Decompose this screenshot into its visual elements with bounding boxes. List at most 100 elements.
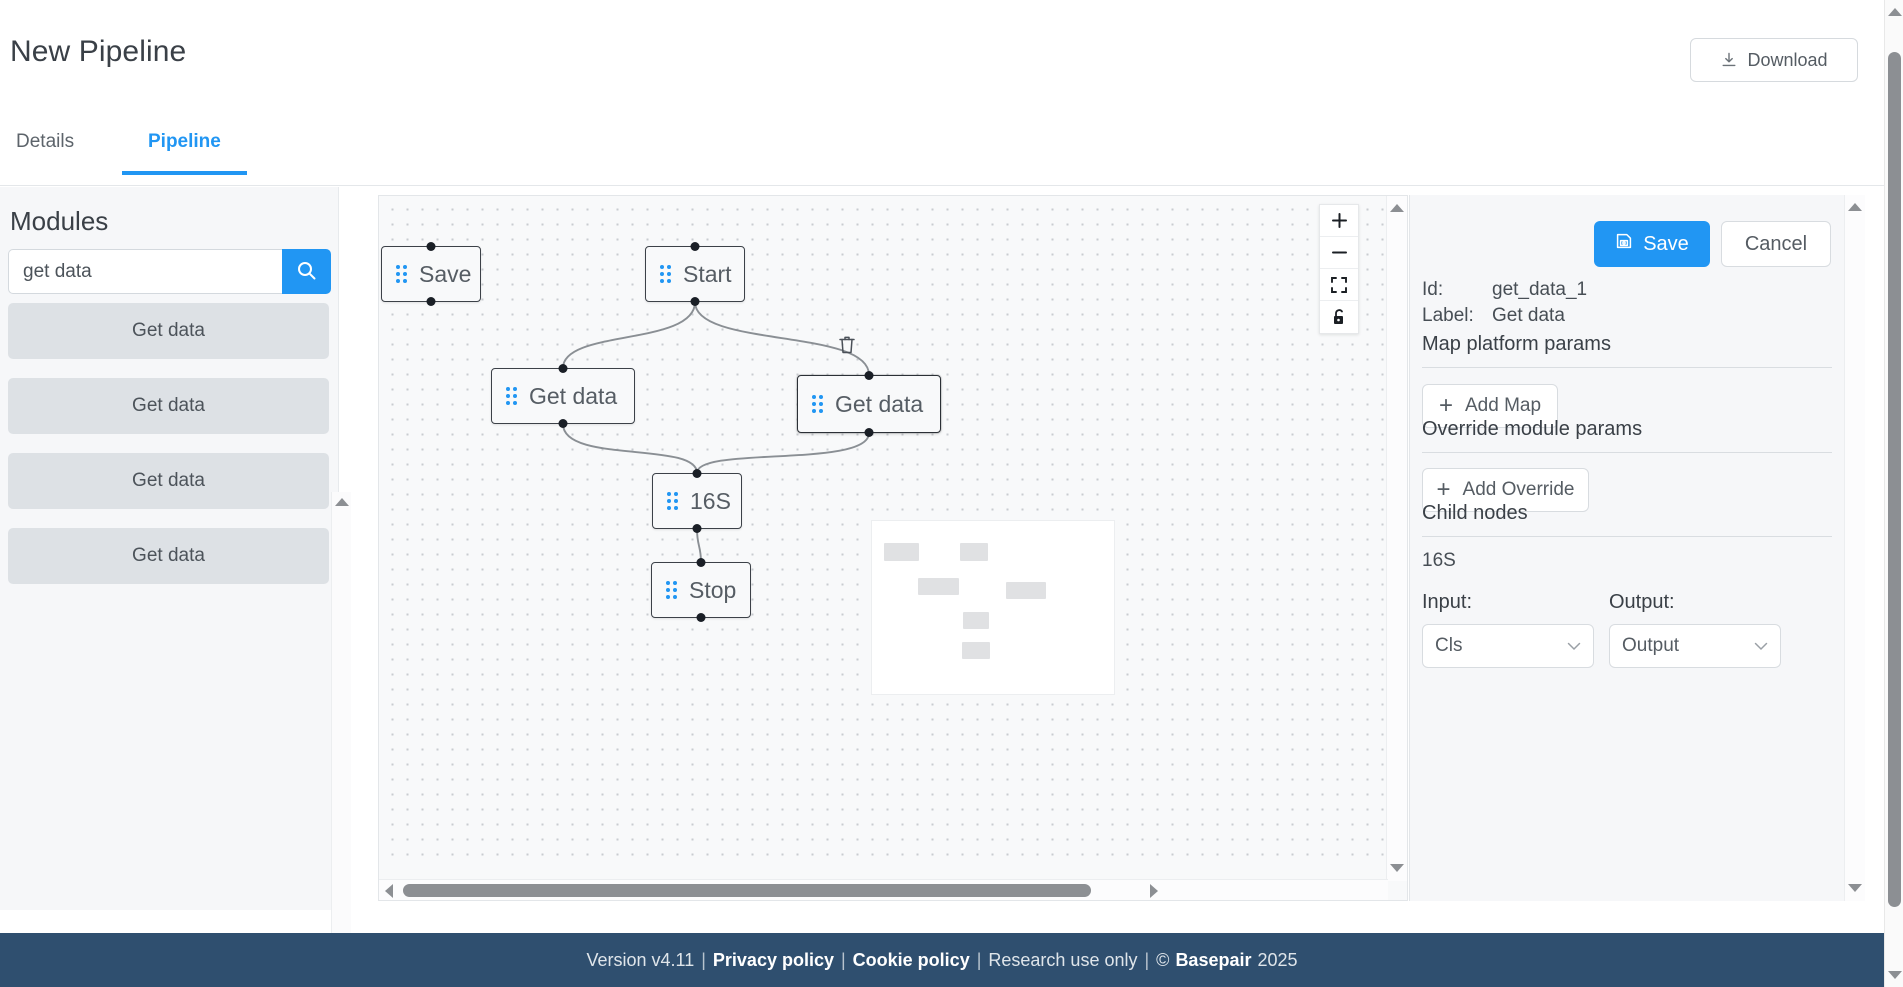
search-icon <box>296 260 317 284</box>
input-label: Input: <box>1422 591 1473 613</box>
privacy-policy-link[interactable]: Privacy policy <box>712 949 834 970</box>
lock-button[interactable] <box>1320 301 1358 333</box>
input-select-value: Cls <box>1435 635 1463 656</box>
node-properties-panel: Save Cancel Id: get_data_1 Label: Get da… <box>1409 195 1865 901</box>
footer-separator: | <box>1144 949 1150 970</box>
map-params-label: Map platform params <box>1422 333 1611 355</box>
scroll-down-arrow-icon[interactable] <box>1845 878 1865 898</box>
divider <box>1422 367 1832 368</box>
input-select[interactable]: Cls <box>1422 624 1594 668</box>
zoom-in-button[interactable] <box>1320 205 1358 237</box>
node-get-data-2[interactable]: Get data <box>797 371 941 437</box>
module-item[interactable]: Get data <box>8 528 329 584</box>
drag-handle-icon[interactable] <box>666 581 677 599</box>
scroll-down-arrow-icon[interactable] <box>1387 858 1407 878</box>
node-port-top[interactable] <box>864 371 874 380</box>
download-button[interactable]: Download <box>1690 38 1858 82</box>
override-params-label: Override module params <box>1422 418 1643 440</box>
minimap-node <box>960 543 988 561</box>
drag-handle-icon[interactable] <box>667 492 678 510</box>
divider <box>1422 452 1832 453</box>
search-input[interactable] <box>8 249 282 294</box>
footer-version: Version v4.11 <box>586 949 695 970</box>
page-title: New Pipeline <box>10 35 187 68</box>
minimap-node <box>884 543 919 561</box>
plus-icon: + <box>1436 476 1451 503</box>
node-label: Stop <box>689 576 737 603</box>
tab-pipeline[interactable]: Pipeline <box>122 130 247 175</box>
node-port-bottom[interactable] <box>690 297 700 306</box>
scroll-up-arrow-icon[interactable] <box>1387 198 1407 218</box>
canvas-horizontal-scrollbar[interactable] <box>379 879 1388 900</box>
cancel-button[interactable]: Cancel <box>1721 221 1831 267</box>
drag-handle-icon[interactable] <box>812 395 823 413</box>
node-port-top[interactable] <box>426 242 436 251</box>
scrollbar-thumb[interactable] <box>1888 52 1901 907</box>
scroll-up-arrow-icon[interactable] <box>332 492 352 512</box>
add-map-label: Add Map <box>1464 395 1542 416</box>
pipeline-canvas[interactable]: Save Start Get data Get data 16S <box>378 195 1408 901</box>
node-port-top[interactable] <box>696 558 706 567</box>
drag-handle-icon[interactable] <box>396 265 407 283</box>
save-button[interactable]: Save <box>1594 221 1710 267</box>
node-label: 16S <box>690 487 731 514</box>
node-port-top[interactable] <box>692 469 702 478</box>
window-scrollbar[interactable] <box>1884 0 1903 987</box>
node-port-bottom[interactable] <box>426 297 436 306</box>
scroll-down-arrow-icon[interactable] <box>1885 965 1903 985</box>
zoom-out-button[interactable] <box>1320 237 1358 269</box>
output-label: Output: <box>1609 591 1675 613</box>
node-port-top[interactable] <box>690 242 700 251</box>
add-override-label: Add Override <box>1462 479 1575 500</box>
module-item[interactable]: Get data <box>8 303 329 359</box>
divider <box>1422 536 1832 537</box>
node-16s[interactable]: 16S <box>652 469 742 533</box>
node-stop[interactable]: Stop <box>651 558 751 622</box>
cookie-policy-link[interactable]: Cookie policy <box>852 949 970 970</box>
modules-panel: Modules Get data Get data Get data Get d… <box>0 187 351 987</box>
node-port-bottom[interactable] <box>692 524 702 533</box>
tab-bar: Details Pipeline <box>0 110 1884 186</box>
module-item[interactable]: Get data <box>8 453 329 509</box>
footer-separator: | <box>976 949 982 970</box>
search-button[interactable] <box>282 249 331 294</box>
minimap-node <box>963 612 989 629</box>
scroll-right-arrow-icon[interactable] <box>1144 880 1164 900</box>
node-port-bottom[interactable] <box>696 613 706 622</box>
node-save[interactable]: Save <box>381 242 481 306</box>
node-label: Start <box>683 260 732 287</box>
footer-year: 2025 <box>1257 949 1298 970</box>
node-port-bottom[interactable] <box>558 419 568 428</box>
scroll-left-arrow-icon[interactable] <box>379 880 399 900</box>
fit-view-button[interactable] <box>1320 269 1358 301</box>
canvas-controls <box>1319 204 1359 334</box>
node-start[interactable]: Start <box>645 242 745 306</box>
canvas-vertical-scrollbar[interactable] <box>1386 196 1407 881</box>
id-key: Id: <box>1422 279 1444 300</box>
add-map-button[interactable]: + Add Map <box>1422 384 1558 428</box>
modules-scrollbar[interactable] <box>331 492 351 987</box>
id-value: get_data_1 <box>1492 279 1588 300</box>
scroll-up-arrow-icon[interactable] <box>1845 197 1865 217</box>
chevron-down-icon <box>1754 635 1768 657</box>
scrollbar-thumb[interactable] <box>403 884 1091 897</box>
modules-title: Modules <box>10 206 109 236</box>
scroll-up-arrow-icon[interactable] <box>1885 2 1903 22</box>
canvas-minimap[interactable] <box>871 520 1115 695</box>
page-header: New Pipeline Download <box>0 0 1884 92</box>
node-get-data-1[interactable]: Get data <box>491 364 635 428</box>
plus-icon: + <box>1438 392 1453 419</box>
output-select[interactable]: Output <box>1609 624 1781 668</box>
tab-details[interactable]: Details <box>10 130 80 175</box>
node-port-bottom[interactable] <box>864 428 874 437</box>
drag-handle-icon[interactable] <box>660 265 671 283</box>
drag-handle-icon[interactable] <box>506 387 517 405</box>
properties-scrollbar[interactable] <box>1844 195 1865 901</box>
delete-node-icon[interactable] <box>837 334 857 361</box>
label-value: Get data <box>1492 305 1565 326</box>
node-port-top[interactable] <box>558 364 568 373</box>
add-override-button[interactable]: + Add Override <box>1422 468 1589 512</box>
module-item[interactable]: Get data <box>8 378 329 434</box>
minimap-node <box>918 578 959 595</box>
footer-copyright-symbol: © <box>1156 949 1170 970</box>
